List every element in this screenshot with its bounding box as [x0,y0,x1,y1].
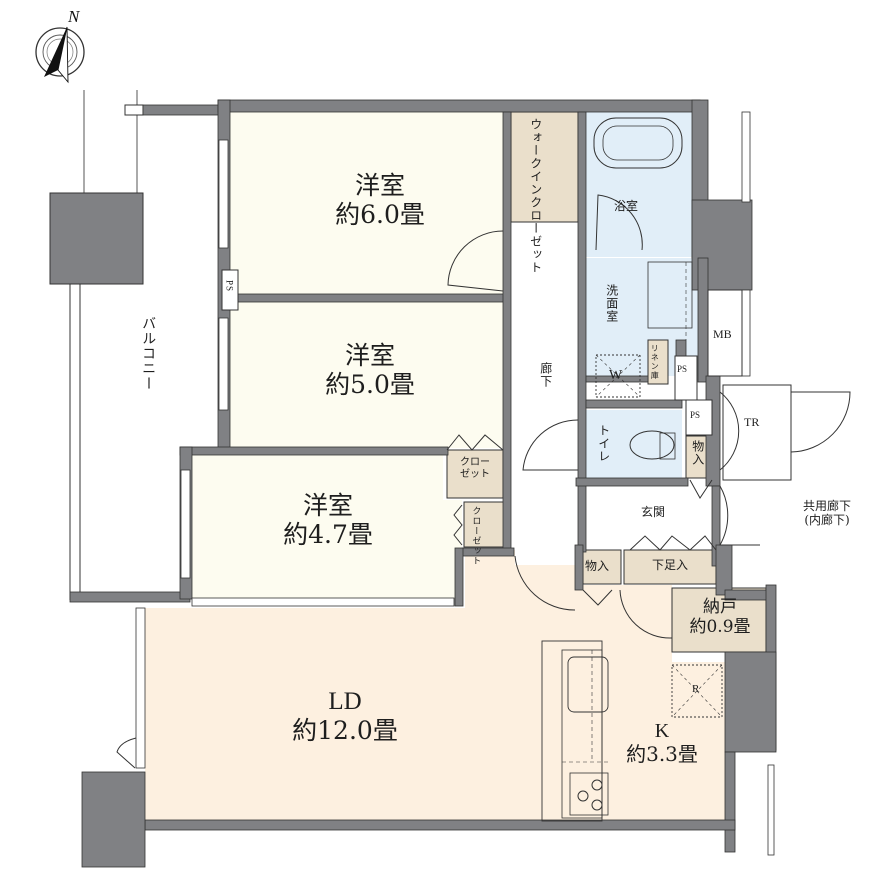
ps-2-label: PS [690,410,701,420]
toilet-icon [629,430,675,460]
linen-label: リネン庫 [650,344,660,380]
ps-box-1 [674,355,698,401]
room-size: 約4.7畳 [283,519,373,549]
balcony-label: バルコニー [140,316,157,391]
tr-label: TR [744,415,760,429]
entry-storage-label: 物入 [585,559,610,573]
room-name: 洋室 [354,171,405,200]
storeroom-label: 納戸 約0.9畳 [676,597,764,637]
bedroom1-label: 洋室 約6.0畳 [320,171,440,230]
bathroom-label: 浴室 [614,199,639,213]
washer-label: W [609,368,623,383]
fridge-label: R [692,683,700,695]
living-floor [145,550,725,820]
common-corridor-label: 共用廊下 (内廊下) [802,499,851,527]
living-dining-label: LD 約12.0畳 [275,688,415,746]
hallway-label: 廊下 [538,362,553,388]
vanity-sink-icon [647,261,693,329]
washroom-label: 洗面室 [604,284,619,323]
room-name: K [654,720,670,742]
closet-a [446,449,504,499]
room-name: 洋室 [344,341,395,370]
ps-box-left [221,269,239,311]
mb-box [707,289,743,377]
room-size: 約5.0畳 [325,369,415,399]
hall-storage-label: 物入 [690,440,705,466]
north-arrow-icon: N [35,7,85,84]
tr-box [722,384,792,481]
closet-b-label: クローゼット [470,506,481,566]
ps-box-2 [685,399,713,436]
toilet-label: トイレ [596,424,611,463]
mb-label: MB [713,327,732,341]
washer-pan-icon [595,354,641,398]
room-size: 約3.3畳 [626,742,698,766]
kitchen-label: K 約3.3畳 [612,720,712,766]
room-size: 約0.9畳 [689,616,751,637]
room-name: LD [328,688,362,715]
kitchen-sink-icon [567,656,609,713]
room-size: 約6.0畳 [335,199,425,229]
entrance-label: 玄関 [641,505,666,519]
ps-1-label: PS [677,364,688,374]
bathroom-floor [586,112,692,257]
shoe-storage [623,549,717,585]
bedroom2-label: 洋室 約5.0畳 [310,341,430,400]
bedroom1-floor [230,112,506,294]
room-name: 洋室 [302,491,353,520]
toilet-floor [584,410,682,480]
closet-a-label: クロー ゼット [460,457,490,480]
walk-in-closet-label: ウォークインクローゼット [528,118,543,274]
walk-in-closet [510,111,579,223]
fridge-space-icon [671,664,723,718]
shoe-storage-label: 下足入 [652,558,689,572]
room-size: 約12.0畳 [292,715,398,745]
ps-left-label: PS [224,280,235,293]
svg-text:N: N [67,7,81,26]
linen-closet [647,339,669,385]
bathtub-icon [593,117,683,169]
kitchen-counter [541,640,610,822]
stove-icon [569,772,609,816]
room-name: 納戸 [703,597,737,617]
bedroom3-label: 洋室 約4.7畳 [268,491,388,550]
doors [446,230,851,639]
bedroom3-floor [192,455,462,600]
bedroom2-floor [230,302,506,448]
